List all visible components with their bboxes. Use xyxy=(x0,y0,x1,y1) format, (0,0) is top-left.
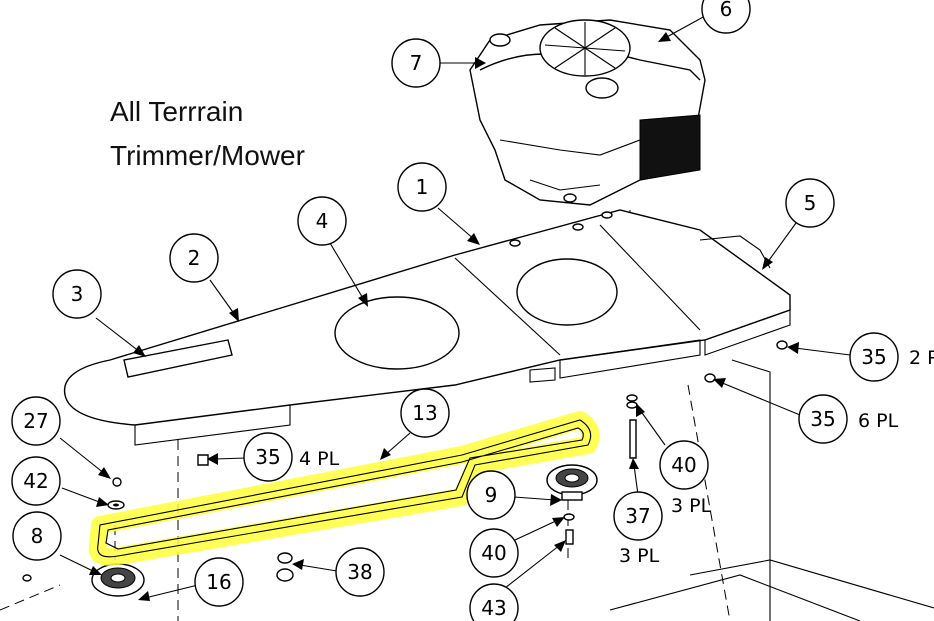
diagram-title-line2: Trimmer/Mower xyxy=(110,140,305,171)
svg-text:40: 40 xyxy=(481,541,506,565)
svg-text:1: 1 xyxy=(416,175,429,199)
svg-text:35: 35 xyxy=(255,445,280,469)
callout-5: 5 xyxy=(785,178,835,228)
callout-40: 40 xyxy=(469,528,519,578)
pulley-right xyxy=(546,464,598,501)
svg-text:2 PL: 2 PL xyxy=(909,347,934,369)
svg-text:4: 4 xyxy=(316,209,329,233)
callout-4: 4 xyxy=(297,196,347,246)
engine xyxy=(469,19,706,206)
svg-text:3 PL: 3 PL xyxy=(671,495,712,517)
callout-35-4pl: 35 4 PL xyxy=(243,432,340,482)
svg-text:8: 8 xyxy=(31,524,44,548)
svg-text:5: 5 xyxy=(804,191,817,215)
callout-6: 6 xyxy=(701,0,751,34)
callout-3: 3 xyxy=(52,269,102,319)
callout-1: 1 xyxy=(397,162,447,212)
svg-text:16: 16 xyxy=(206,570,231,594)
callout-37: 37 3 PL xyxy=(613,491,663,567)
svg-text:35: 35 xyxy=(810,407,835,431)
hardware xyxy=(22,211,788,582)
svg-text:40: 40 xyxy=(671,453,696,477)
svg-text:13: 13 xyxy=(412,401,437,425)
fuel-cap xyxy=(585,77,619,99)
dashed-guide-lines xyxy=(0,210,934,621)
callout-8: 8 xyxy=(12,511,62,561)
callout-40-3pl: 40 3 PL xyxy=(659,440,712,517)
callout-7: 7 xyxy=(391,38,441,88)
pulley-left xyxy=(91,563,145,597)
deck-opening xyxy=(334,296,460,370)
callout-35-6pl: 35 6 PL xyxy=(798,394,899,444)
callout-2: 2 xyxy=(169,233,219,283)
decal-plate xyxy=(123,339,233,378)
callout-43: 43 xyxy=(469,583,519,621)
spindle-opening xyxy=(516,258,618,326)
deck-plate xyxy=(63,209,791,446)
callout-13: 13 xyxy=(400,388,450,438)
svg-text:27: 27 xyxy=(23,409,48,433)
callout-27: 27 xyxy=(11,396,61,446)
callout-42: 42 xyxy=(11,456,61,506)
diagram-title-line1: All Terrrain xyxy=(110,96,244,127)
svg-text:2: 2 xyxy=(188,246,201,270)
svg-text:3 PL: 3 PL xyxy=(619,545,660,567)
svg-text:37: 37 xyxy=(625,504,650,528)
svg-text:43: 43 xyxy=(481,596,506,620)
svg-text:4 PL: 4 PL xyxy=(299,448,340,470)
callout-16: 16 xyxy=(194,557,244,607)
callout-38: 38 xyxy=(335,547,385,597)
svg-text:35: 35 xyxy=(861,345,886,369)
svg-text:42: 42 xyxy=(23,469,48,493)
leader-lines xyxy=(59,15,851,601)
svg-text:38: 38 xyxy=(347,560,372,584)
svg-text:9: 9 xyxy=(485,483,498,507)
drive-belt xyxy=(88,411,600,566)
svg-text:6: 6 xyxy=(720,0,733,21)
callout-35-2pl: 35 2 PL xyxy=(849,332,934,382)
svg-text:3: 3 xyxy=(71,282,84,306)
callout-9: 9 xyxy=(466,470,516,520)
svg-text:6 PL: 6 PL xyxy=(858,410,899,432)
svg-text:7: 7 xyxy=(410,51,423,75)
